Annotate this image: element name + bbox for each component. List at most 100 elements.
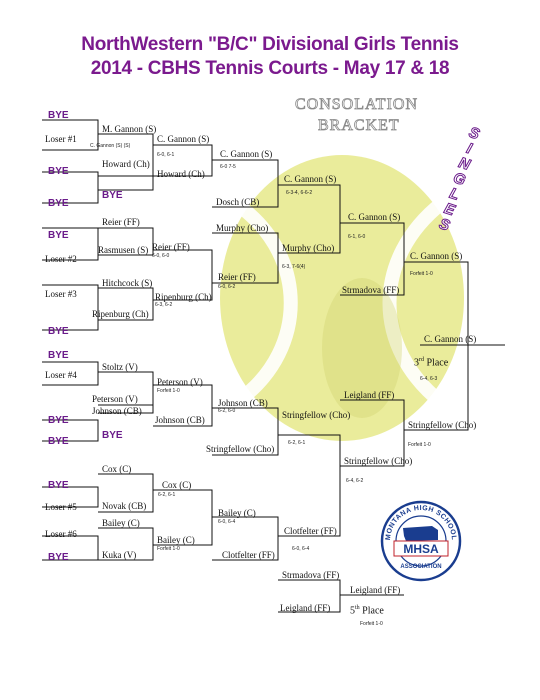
score-text: Forfeit 1-0 — [157, 546, 180, 552]
bracket-line — [340, 222, 405, 296]
bye-label: BYE — [48, 230, 69, 241]
score-text: 6-2, 6-0 — [218, 408, 236, 414]
score-text: 6-0, 6-0 — [152, 253, 170, 259]
loser-label: Loser #1 — [45, 134, 77, 144]
place-word: Place — [359, 605, 384, 617]
player-name: Cox (C) — [102, 464, 132, 474]
player-name: Clotfelter (FF) — [284, 526, 337, 536]
player-name: Stringfellow (Cho) — [282, 410, 351, 420]
bye-label: BYE — [48, 350, 69, 361]
bracket-line — [42, 361, 99, 386]
player-name: Novak (CB) — [102, 501, 147, 511]
score-text: 6-4, 6-2 — [346, 478, 364, 484]
player-name: Stringfellow (Cho) — [408, 420, 477, 430]
loser-label: Loser #5 — [45, 502, 77, 512]
player-name: Howard (Ch) — [102, 159, 150, 169]
player-name: Strmadova (FF) — [282, 570, 340, 580]
bye-label: BYE — [48, 552, 69, 563]
player-name: Dosch (CB) — [216, 197, 260, 207]
bye-label: BYE — [48, 198, 69, 209]
ball-seam-right — [382, 197, 447, 409]
ball-shadow — [322, 278, 402, 418]
player-name: Ripenburg (Ch) — [155, 292, 212, 302]
bye-label: BYE — [48, 436, 69, 447]
mhsa-logo: MONTANA HIGH SCHOOL MHSA ASSOCIATION — [380, 500, 462, 582]
bracket-line — [404, 345, 469, 431]
loser-label: Loser #3 — [45, 289, 77, 299]
bracket-line — [278, 184, 341, 254]
player-name: Murphy (Cho) — [216, 223, 269, 233]
logo-banner — [393, 540, 449, 557]
score-text: 6-0, 6-4 — [292, 546, 310, 552]
player-name: Reier (FF) — [102, 217, 140, 227]
bracket-line — [212, 232, 279, 284]
player-name: Clotfelter (FF) — [222, 550, 275, 560]
player-name: Cox (C) — [162, 480, 192, 490]
player-name: C. Gannon (S) — [220, 149, 273, 159]
player-name: Leigland (FF) — [344, 390, 395, 400]
player-name: Johnson (CB) — [155, 415, 205, 425]
player-name: Leigland (FF) — [350, 585, 401, 595]
score-text: 6-0, 6-2 — [218, 284, 236, 290]
score-text: 6-2, 6-1 — [158, 492, 176, 498]
score-text: Forfeit 1-0 — [360, 621, 383, 627]
bracket-line — [42, 284, 99, 331]
score-text: 6-0 7-5 — [220, 164, 236, 170]
player-name: Howard (Ch) — [157, 169, 205, 179]
bracket-line — [98, 133, 154, 177]
player-name: Strmadova (FF) — [342, 285, 400, 295]
score-text: Forfeit 1-0 — [410, 271, 433, 277]
bracket-line — [153, 249, 213, 301]
score-text: Forfeit 1-0 — [157, 388, 180, 394]
third-place-label: 3rd Place — [414, 355, 448, 368]
tennis-ball-watermark — [220, 155, 464, 441]
score-text: Forfeit 1-0 — [408, 442, 431, 448]
bracket-line — [212, 159, 279, 208]
score-text: 6-0, 6-1 — [157, 152, 175, 158]
player-name: C. Gannon (S) — [424, 334, 477, 344]
player-name: Kuka (V) — [102, 550, 137, 560]
player-name: C. Gannon (S) — [284, 174, 337, 184]
player-name: Johnson (CB) — [92, 406, 142, 416]
bracket-line — [42, 227, 99, 261]
montana-state-shape — [403, 526, 438, 541]
bye-label: BYE — [48, 415, 69, 426]
consolation-watermark: CONSOLATION — [295, 96, 418, 114]
bye-label: BYE — [48, 326, 69, 337]
player-name: Leigland (FF) — [280, 603, 331, 613]
loser-label: Loser #6 — [45, 529, 77, 539]
player-name: Murphy (Cho) — [282, 243, 335, 253]
score-text: 6-4, 6-3 — [420, 376, 438, 382]
score-text: 6-3, 7-6(4) — [282, 264, 306, 270]
player-name: C. Gannon (S) — [410, 251, 463, 261]
player-name: Reier (FF) — [218, 272, 256, 282]
bracket-line — [278, 579, 341, 613]
bracket-line — [153, 384, 213, 427]
logo-bottom-text: ASSOCIATION — [400, 564, 441, 570]
place-suffix: th — [355, 605, 360, 611]
bracket-line — [340, 399, 405, 467]
title-line-2: 2014 - CBHS Tennis Courts - May 17 & 18 — [90, 58, 450, 79]
player-name: Ripenburg (Ch) — [92, 309, 149, 319]
player-name: Stoltz (V) — [102, 362, 138, 372]
place-number: 3 — [414, 357, 419, 369]
loser-label: Loser #4 — [45, 370, 77, 380]
bracket-line — [42, 486, 99, 508]
bracket-line — [98, 227, 154, 256]
bye-label: BYE — [48, 110, 69, 121]
player-name: Bailey (C) — [218, 508, 256, 518]
score-text: C. Gannon (S) (S) — [90, 143, 131, 149]
player-name: Stringfellow (Cho) — [344, 456, 413, 466]
bracket-line — [212, 516, 279, 561]
player-name: Reier (FF) — [152, 242, 190, 252]
player-name: Bailey (C) — [157, 535, 195, 545]
bye-label: BYE — [102, 430, 123, 441]
bracket-line — [98, 473, 154, 513]
place-suffix: rd — [419, 357, 424, 363]
player-name: Rasmusen (S) — [98, 245, 149, 255]
player-name: Peterson (V) — [157, 377, 203, 387]
score-text: 6-0, 6-4 — [218, 519, 236, 525]
bye-label: BYE — [48, 480, 69, 491]
bracket-line — [42, 171, 99, 204]
